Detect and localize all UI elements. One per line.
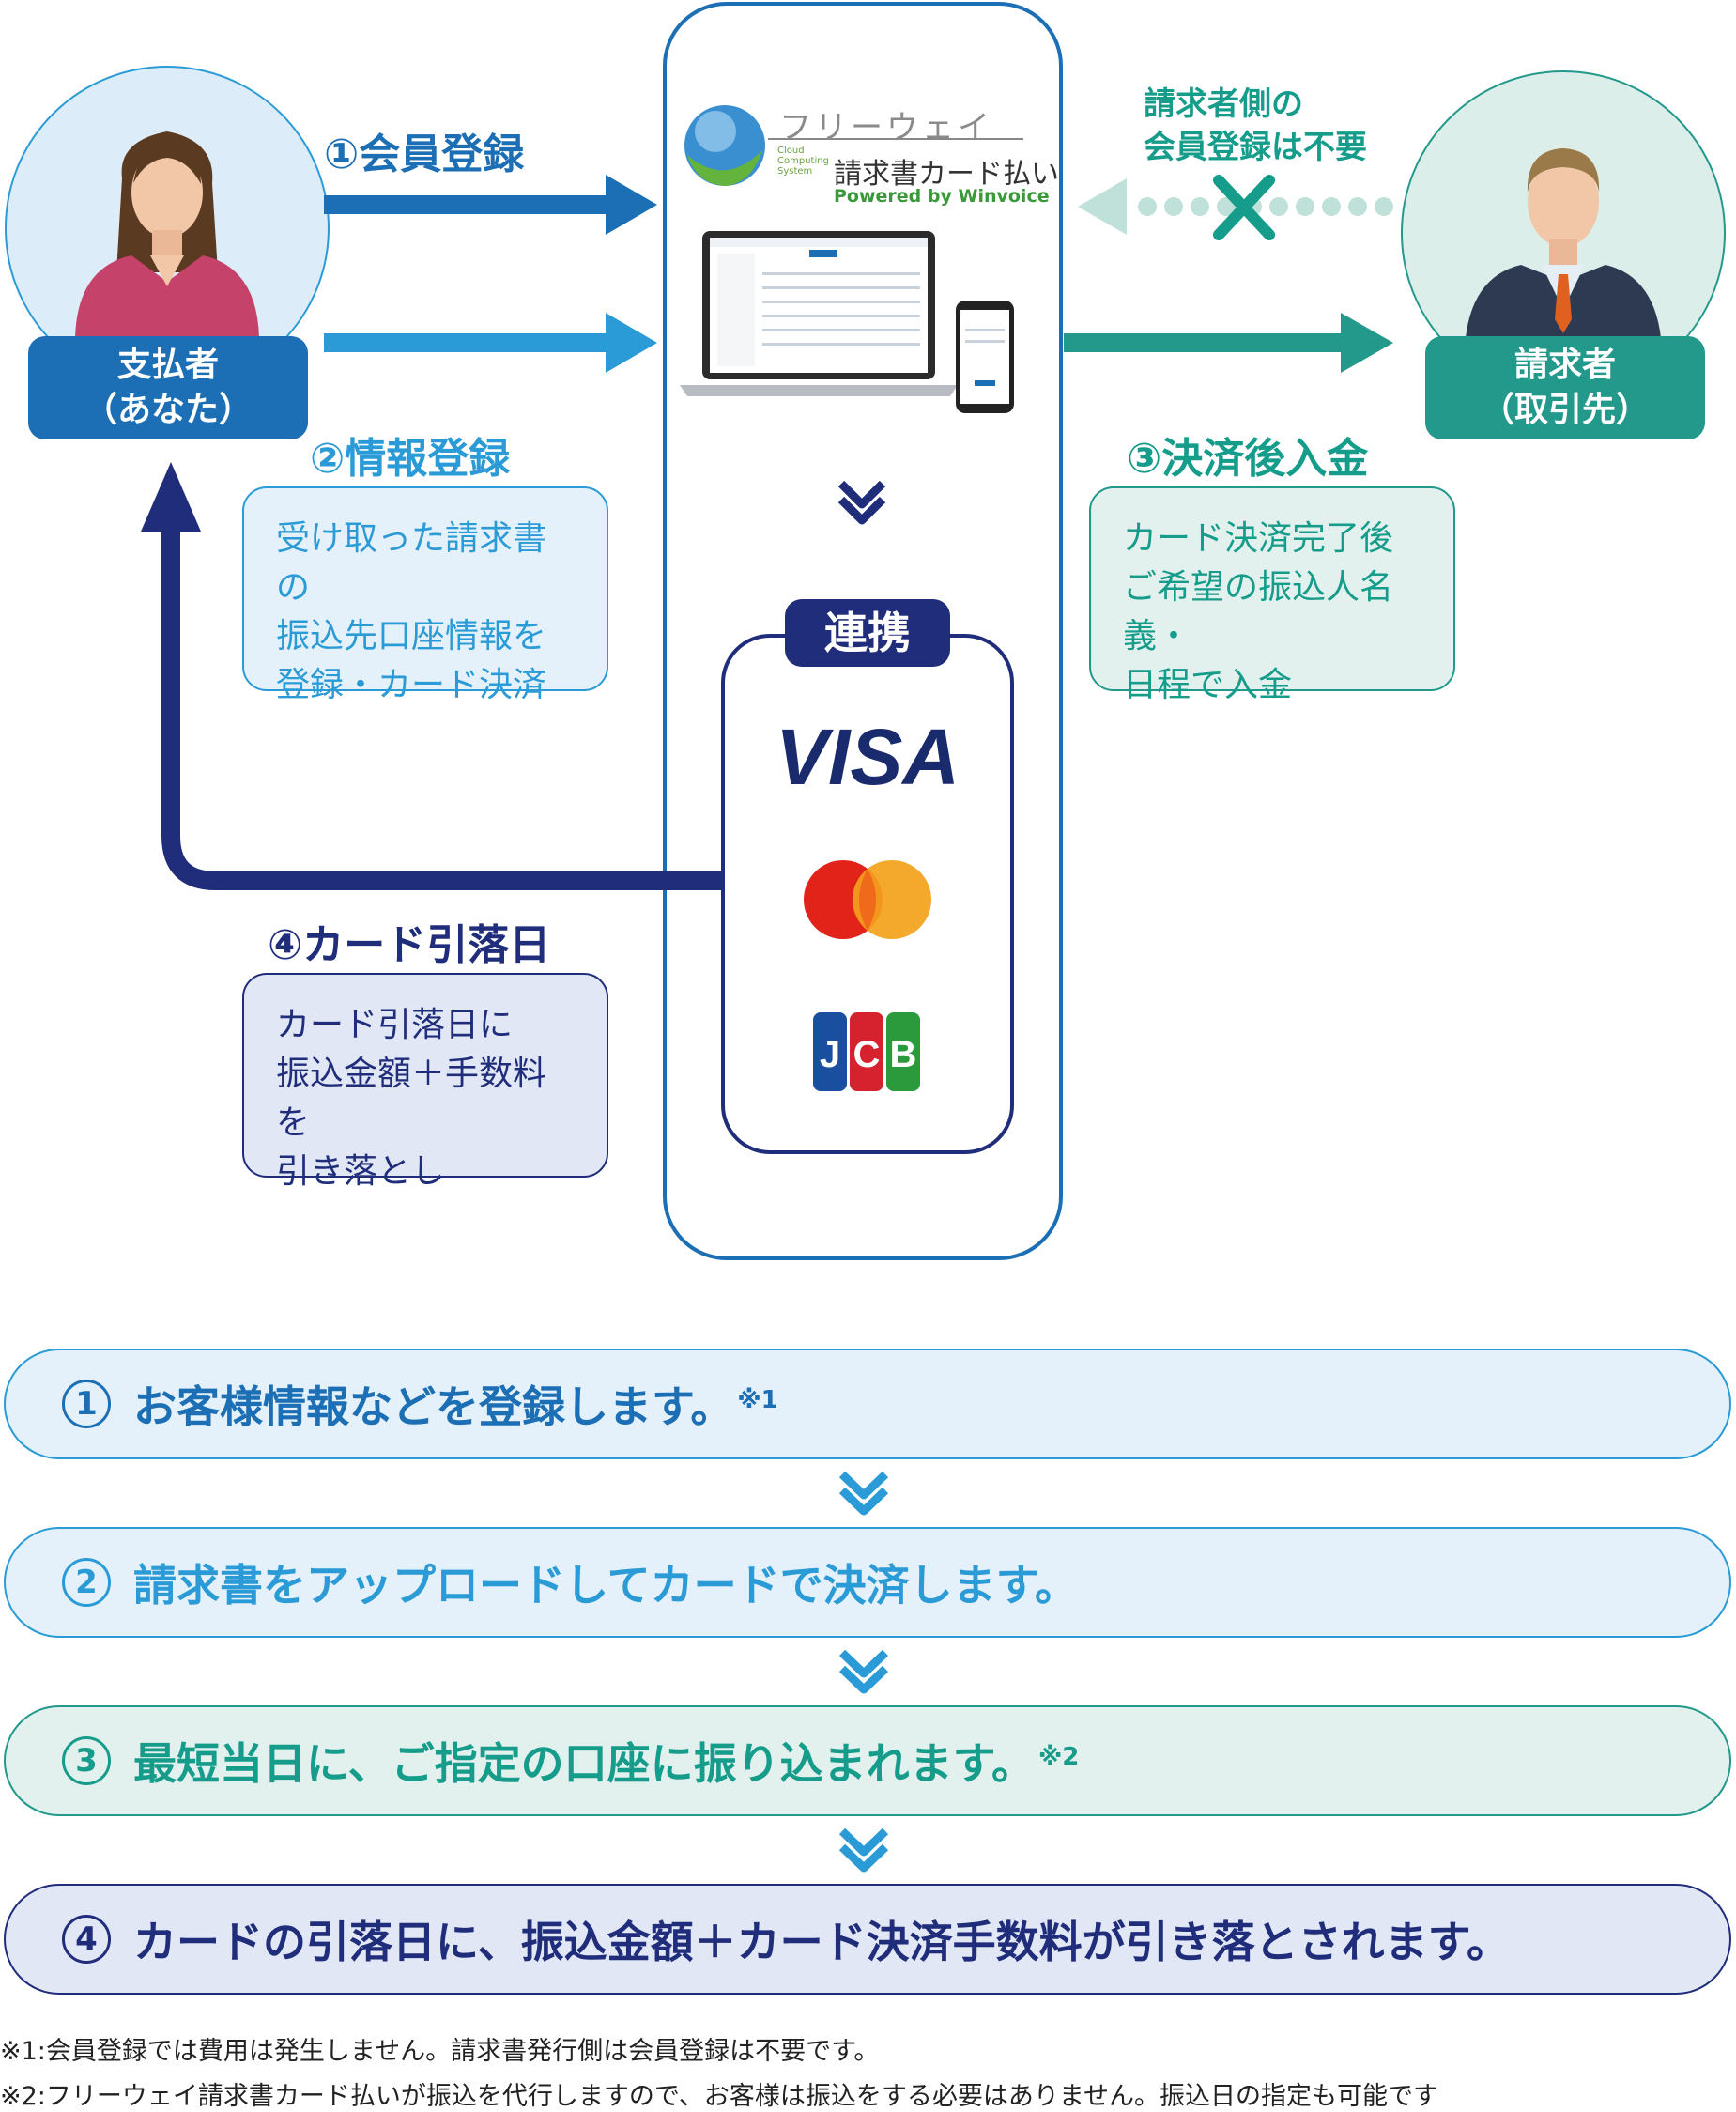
card-debit-box-line: 引き落とし <box>276 1152 446 1191</box>
deposit-box: カード決済完了後 ご希望の振込人名義・ 日程で入金 <box>1089 486 1455 704</box>
step-2: 2 請求書をアップロードしてカードで決済します。 <box>4 1527 1731 1638</box>
arrow-member-registration <box>324 175 657 235</box>
deposit-box-line: ご希望の振込人名義・ <box>1123 568 1394 655</box>
laptop-icon <box>680 231 958 396</box>
biller-note: 請求者側の 会員登録は不要 <box>1144 83 1367 169</box>
biller-note-line2: 会員登録は不要 <box>1144 129 1367 166</box>
link-title: 連携 <box>824 608 911 658</box>
logo-system-line2: Computing <box>777 156 829 166</box>
label-card-debit: ④カード引落日 <box>268 921 551 969</box>
smartphone-icon <box>956 301 1014 413</box>
step-text: お客様情報などを登録します。 <box>133 1381 734 1432</box>
biller-label-line2: （取引先） <box>1480 391 1650 429</box>
logo-system-text: Cloud Computing System <box>777 146 829 177</box>
arrow-deposit <box>1064 313 1393 373</box>
label-info-registration: ②情報登録 <box>310 435 511 483</box>
step-number: 3 <box>62 1736 111 1785</box>
step-1: 1 お客様情報などを登録します。 ※1 <box>4 1349 1731 1459</box>
cross-icon <box>1213 175 1275 240</box>
deposit-box-line: 日程で入金 <box>1123 666 1293 704</box>
payer-label: 支払者 （あなた） <box>28 336 308 439</box>
payer-label-line2: （あなた） <box>83 391 253 429</box>
chevron-down-icon <box>838 1649 889 1694</box>
chevron-down-icon <box>837 480 886 525</box>
logo-name: フリーウェイ <box>779 109 993 146</box>
biller-person-icon <box>1401 70 1726 395</box>
chevron-down-icon <box>838 1471 889 1516</box>
payer-label-line1: 支払者 <box>116 346 219 384</box>
step-4: 4 カードの引落日に、振込金額＋カード決済手数料が引き落とされます。 <box>4 1884 1731 1995</box>
card-debit-box: カード引落日に 振込金額＋手数料を 引き落とし <box>242 973 608 1191</box>
card-debit-box-line: 振込金額＋手数料を <box>276 1055 547 1142</box>
chevron-down-icon <box>838 1827 889 1873</box>
card-debit-box-line: カード引落日に <box>276 1006 514 1044</box>
arrow-info-registration <box>324 313 657 373</box>
svg-text:C: C <box>853 1034 881 1075</box>
info-box-line: 振込先口座情報を <box>276 617 547 655</box>
biller-label-line1: 請求者 <box>1513 346 1616 384</box>
jcb-logo: J C B <box>813 1012 920 1091</box>
svg-text:B: B <box>890 1034 917 1075</box>
step-text: 最短当日に、ご指定の口座に振り込まれます。 <box>133 1738 1036 1789</box>
footnote-1: ※1:会員登録では費用は発生しません。請求書発行側は会員登録は不要です。 <box>0 2037 880 2066</box>
step-text: 請求書をアップロードしてカードで決済します。 <box>133 1560 1079 1611</box>
info-registration-box: 受け取った請求書の 振込先口座情報を 登録・カード決済 <box>242 486 608 704</box>
logo-system-line3: System <box>777 166 813 177</box>
svg-text:VISA: VISA <box>776 713 960 801</box>
svg-text:J: J <box>820 1034 840 1075</box>
visa-logo: VISA <box>776 713 960 801</box>
step-text: カードの引落日に、振込金額＋カード決済手数料が引き落とされます。 <box>133 1917 1511 1967</box>
logo-globe-icon <box>684 105 1023 186</box>
payer-person-icon <box>5 66 330 391</box>
logo-system-line1: Cloud <box>777 146 805 156</box>
powered-by: Powered by Winvoice <box>834 186 1050 207</box>
link-tag: 連携 <box>785 599 950 667</box>
mastercard-logo <box>804 860 931 939</box>
footnote-2: ※2:フリーウェイ請求書カード払いが振込を代行しますので、お客様は振込をする必要… <box>0 2082 1439 2111</box>
info-box-line: 受け取った請求書の <box>276 519 547 607</box>
step-number: 1 <box>62 1380 111 1428</box>
step-note-mark: ※1 <box>737 1386 778 1414</box>
step-number: 2 <box>62 1558 111 1607</box>
info-box-line: 登録・カード決済 <box>276 666 547 704</box>
step-3: 3 最短当日に、ご指定の口座に振り込まれます。 ※2 <box>4 1705 1731 1816</box>
arrow-card-debit <box>141 462 723 890</box>
step-note-mark: ※2 <box>1038 1743 1080 1771</box>
label-member-registration: ①会員登録 <box>324 131 525 178</box>
biller-label: 請求者 （取引先） <box>1425 336 1705 439</box>
logo-subtitle: 請求書カード払い <box>834 158 1059 191</box>
biller-note-line1: 請求者側の <box>1144 85 1303 123</box>
step-number: 4 <box>62 1915 111 1964</box>
label-deposit: ③決済後入金 <box>1127 435 1369 483</box>
deposit-box-line: カード決済完了後 <box>1123 519 1394 558</box>
